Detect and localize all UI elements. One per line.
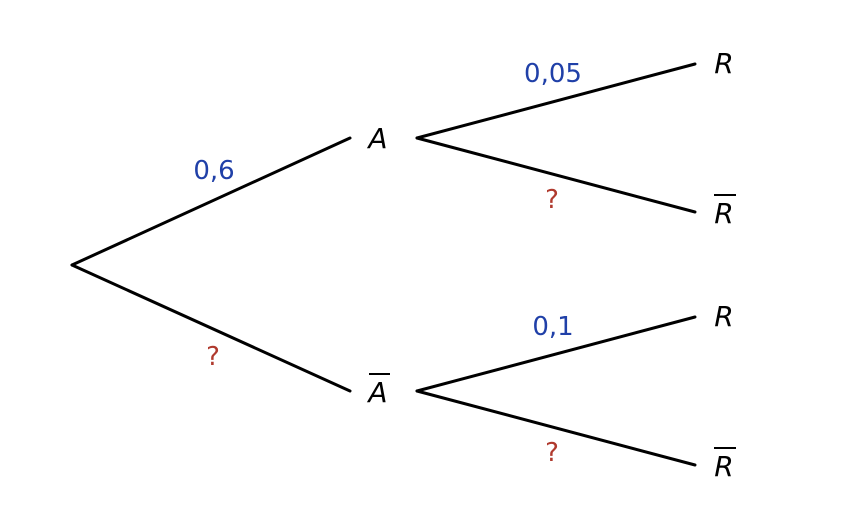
node-not-a-r: R — [714, 300, 733, 333]
edge-not-a-to-not-r — [415, 389, 697, 467]
prob-not-a-not-r: ? — [545, 438, 559, 468]
edge-root-to-not-a — [70, 263, 352, 393]
prob-a-r: 0,05 — [524, 59, 582, 89]
node-a: A — [366, 122, 387, 155]
prob-root-not-a: ? — [206, 342, 220, 372]
node-a-r: R — [714, 47, 733, 80]
node-not-a: A — [366, 376, 387, 409]
prob-root-a: 0,6 — [193, 156, 234, 186]
prob-a-not-r: ? — [545, 185, 559, 215]
prob-not-a-r: 0,1 — [532, 312, 573, 342]
edge-not-a-to-r — [415, 315, 697, 393]
node-a-not-r: R — [714, 197, 733, 230]
edge-a-to-not-r — [415, 136, 697, 214]
edge-a-to-r — [415, 62, 697, 140]
node-not-a-not-r: R — [714, 450, 733, 483]
edge-root-to-a — [70, 136, 352, 267]
